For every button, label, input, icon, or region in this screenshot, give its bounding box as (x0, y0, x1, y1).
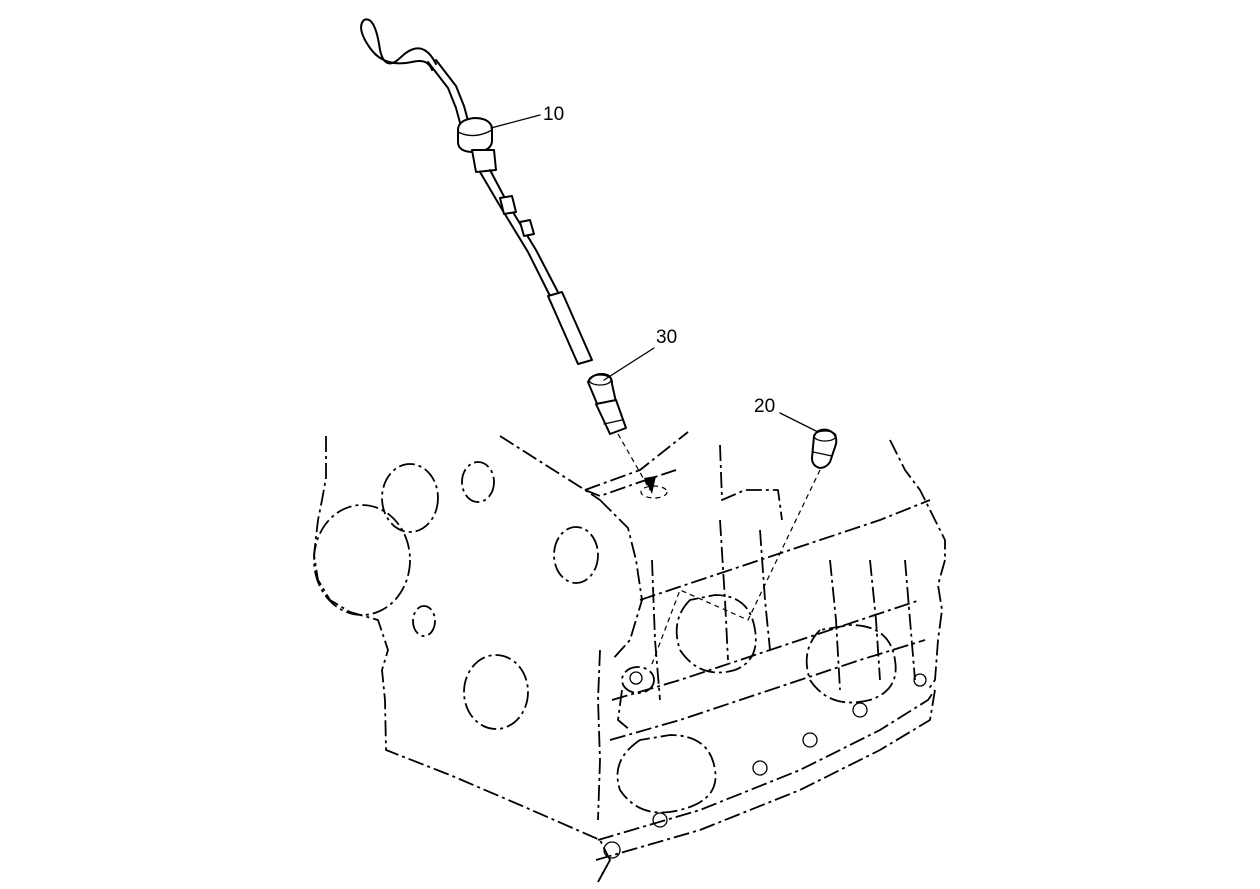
callout-30: 30 (656, 327, 677, 348)
dipstick-tube-adapter (587, 373, 627, 435)
callout-20: 20 (754, 396, 775, 417)
insertion-arrow (644, 476, 656, 494)
leader-lines (490, 114, 819, 433)
callout-10: 10 (543, 104, 564, 125)
plug (811, 428, 838, 469)
assembly-lines (617, 433, 821, 665)
dipstick (360, 18, 593, 365)
engine-block (313, 431, 946, 883)
